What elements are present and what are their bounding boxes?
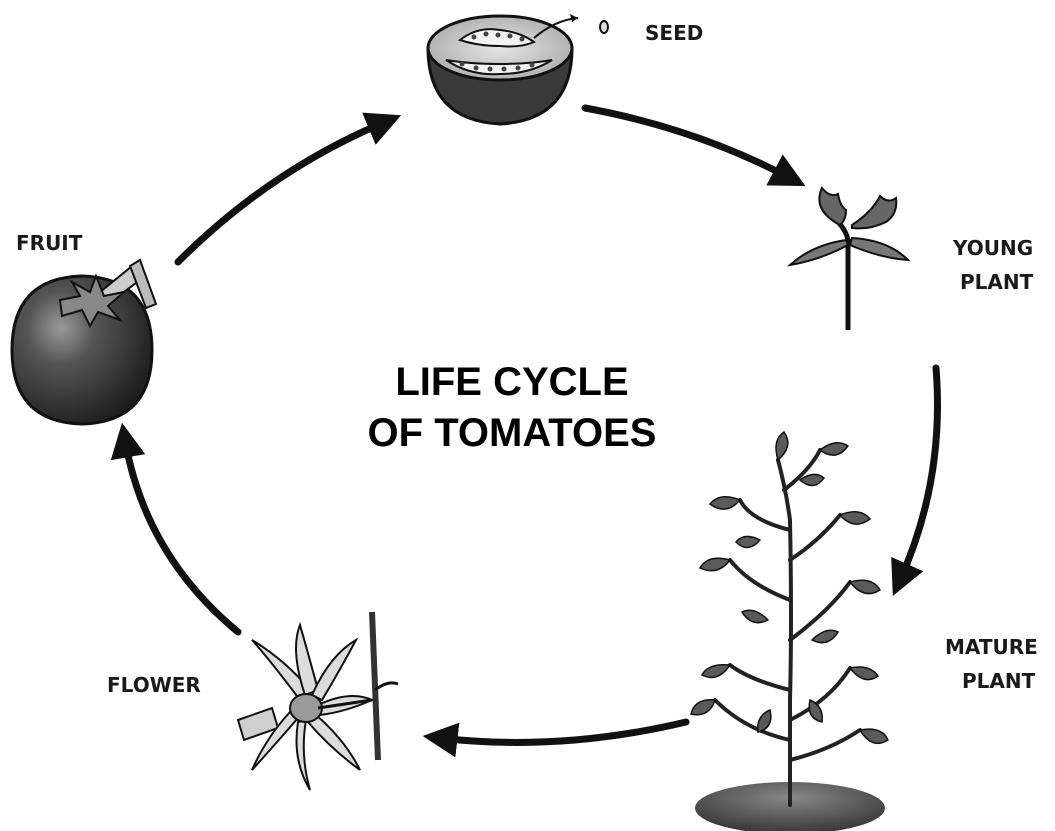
cut-tomato-icon [428, 14, 578, 124]
mature-plant-icon [691, 432, 888, 831]
diagram-title-line2: OF TOMATOES [368, 411, 657, 455]
label-young-plant-line1: YOUNG [952, 236, 1033, 260]
arrow-mature-plant-to-flower [440, 722, 686, 742]
label-mature-plant-line2: PLANT [962, 669, 1036, 693]
label-young-plant-line2: PLANT [960, 270, 1034, 294]
diagram-title-line1: LIFE CYCLE [395, 360, 628, 404]
arrow-flower-to-fruit [125, 440, 238, 632]
seed-icon [600, 21, 608, 33]
label-flower: FLOWER [107, 673, 201, 697]
arrow-seed-to-young-plant [585, 108, 790, 178]
tomato-fruit-icon [12, 260, 156, 424]
label-fruit: FRUIT [16, 231, 83, 255]
label-mature-plant-line1: MATURE [945, 635, 1038, 659]
arrow-young-plant-to-mature-plant [900, 368, 938, 580]
flower-icon [238, 612, 398, 790]
young-plant-icon [790, 188, 908, 330]
label-seed: SEED [645, 21, 703, 45]
arrow-fruit-to-seed [178, 122, 385, 262]
